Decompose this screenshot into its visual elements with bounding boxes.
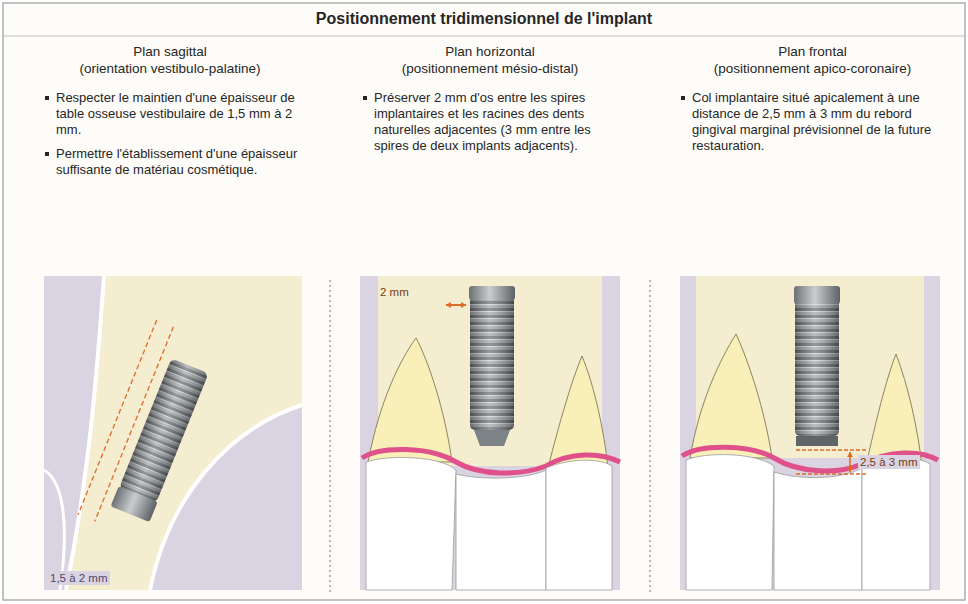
plane-subheading: (positionnement apico-coronaire) bbox=[670, 61, 955, 77]
guideline-bullet: Préserver 2 mm d'os entre les spires imp… bbox=[362, 90, 628, 154]
figure-title: Positionnement tridimensionnel de l'impl… bbox=[0, 9, 968, 29]
guideline-bullet: Respecter le maintien d'une épaisseur de… bbox=[44, 90, 306, 138]
sagittal-panel bbox=[44, 276, 302, 590]
plane-subheading: (positionnement mésio-distal) bbox=[350, 61, 630, 77]
dimension-label: 2,5 à 3 mm bbox=[858, 455, 920, 469]
guideline-bullet: Permettre l'établissement d'une épaisseu… bbox=[44, 146, 306, 178]
dimension-label: 1,5 à 2 mm bbox=[48, 571, 110, 585]
horizontal-panel bbox=[360, 276, 620, 590]
dimension-label: 2 mm bbox=[378, 285, 411, 299]
plane-heading: Plan frontal bbox=[670, 44, 955, 60]
plane-heading: Plan sagittal bbox=[30, 44, 310, 60]
plane-subheading: (orientation vestibulo-palatine) bbox=[30, 61, 310, 77]
frontal-panel bbox=[680, 276, 940, 590]
guideline-bullet: Col implantaire situé apicalement à une … bbox=[680, 90, 952, 154]
plane-heading: Plan horizontal bbox=[350, 44, 630, 60]
